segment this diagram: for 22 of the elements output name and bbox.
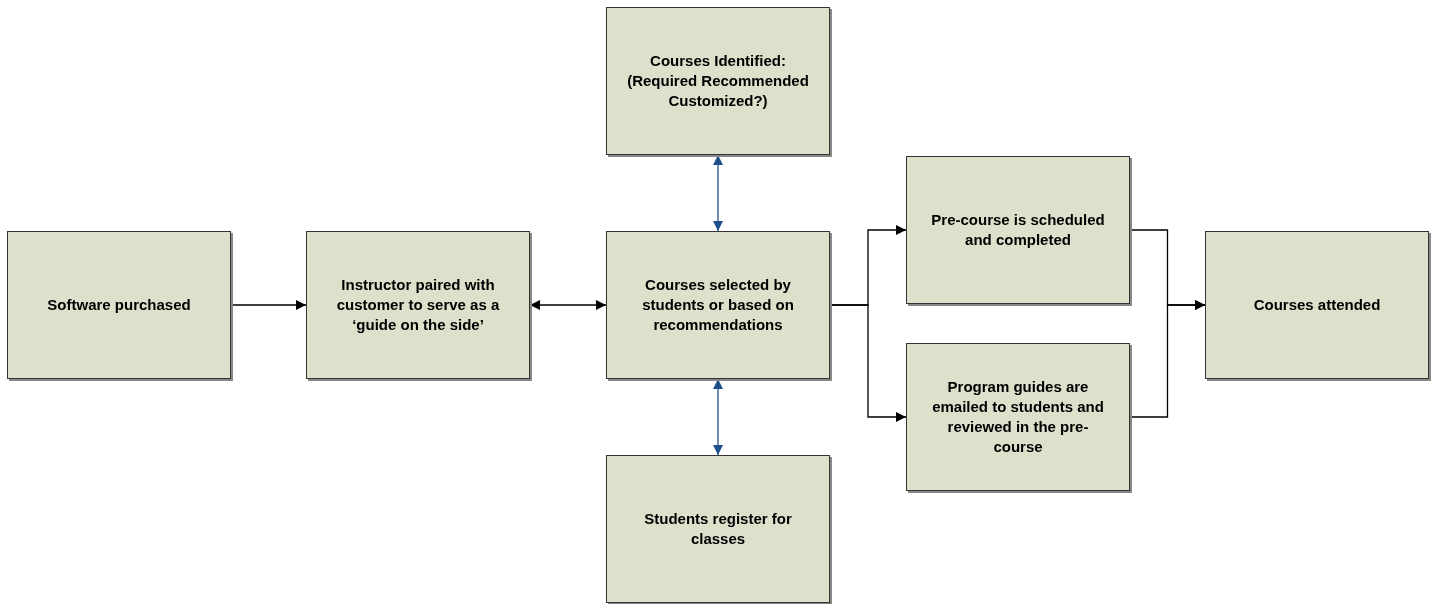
arrow: [713, 154, 723, 232]
box-label: Courses attended: [1253, 295, 1381, 315]
process-box: [7, 231, 231, 379]
box-label: Pre-course is scheduled and completed: [930, 210, 1106, 250]
process-box: [606, 7, 830, 155]
process-box: [906, 156, 1130, 304]
arrow: [713, 378, 723, 456]
box-label: Software purchased: [47, 295, 191, 315]
box-label: Program guides are emailed to students and reviewed in the pre-course: [931, 377, 1105, 457]
arrow: [829, 304, 907, 422]
box-label: Courses Identified: (Required Recommended Customized?): [626, 51, 810, 111]
process-box: [606, 231, 830, 379]
process-box: [906, 343, 1130, 491]
process-box: [1205, 231, 1429, 379]
process-box: [606, 455, 830, 603]
arrow: [529, 300, 607, 310]
box-label: Students register for classes: [643, 509, 793, 549]
box-label: Instructor paired with customer to serve as a ‘guide on the side’: [335, 275, 501, 335]
arrow: [1129, 300, 1206, 418]
arrow: [230, 300, 307, 310]
process-box: [306, 231, 530, 379]
box-label: Courses selected by students or based on recommendations: [641, 275, 795, 335]
